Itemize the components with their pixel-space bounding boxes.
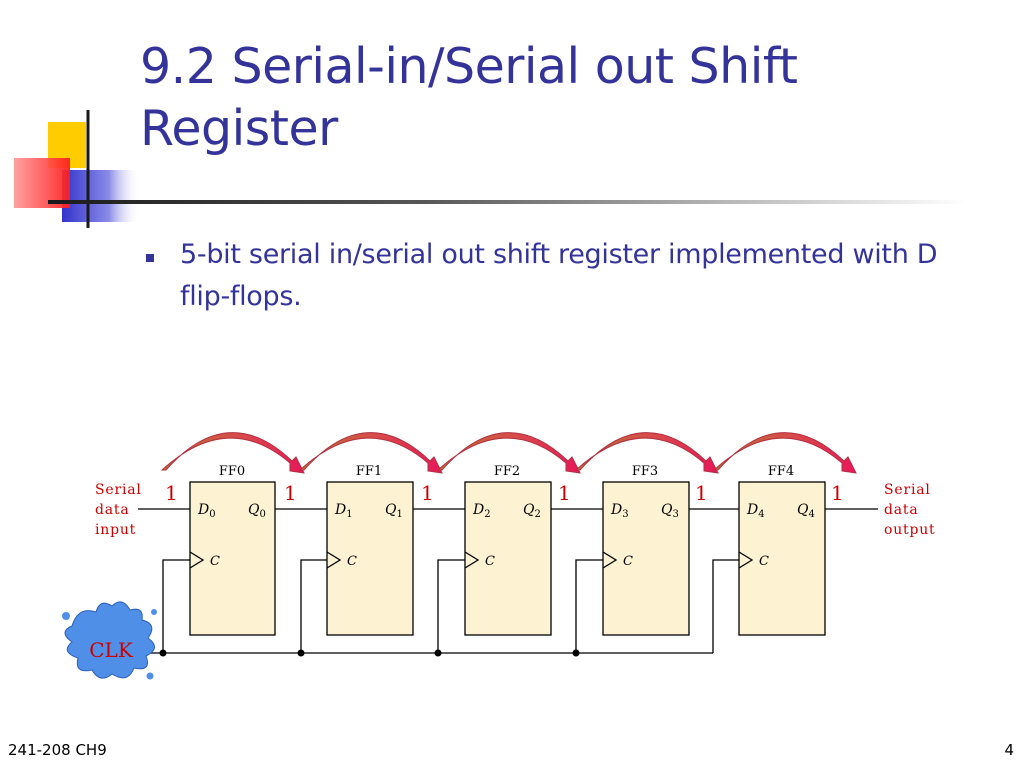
svg-text:Serial: Serial [95, 482, 142, 498]
flip-flop-0: FF0 D0 Q0 C [189, 464, 276, 636]
bit-value: 1 [831, 481, 844, 505]
svg-text:D3: D3 [610, 502, 629, 520]
bit-value: 1 [558, 481, 571, 505]
serial-input-label: Serial data input [95, 482, 142, 538]
title-divider [48, 200, 968, 204]
svg-text:data: data [95, 502, 129, 518]
shift-arrows [160, 432, 857, 474]
clk-label: CLK [89, 638, 134, 662]
bit-value: 1 [284, 481, 297, 505]
svg-text:D4: D4 [746, 502, 765, 520]
svg-text:C: C [485, 554, 495, 569]
bit-value: 1 [421, 481, 434, 505]
flip-flop-3: FF3 D3 Q3 C [602, 464, 690, 636]
shift-arrow-2 [436, 432, 581, 474]
svg-text:input: input [95, 522, 136, 538]
clk-splash: CLK [62, 601, 157, 680]
flip-flop-4: FF4 D4 Q4 C [738, 464, 826, 636]
corner-decoration [14, 110, 140, 228]
svg-text:D1: D1 [334, 502, 353, 520]
ff-name: FF1 [356, 464, 382, 479]
svg-text:C: C [210, 554, 220, 569]
shift-arrow-0 [160, 432, 305, 474]
clock-junctions [159, 649, 580, 657]
svg-text:output: output [884, 522, 935, 538]
svg-text:data: data [884, 502, 918, 518]
ff-name: FF4 [768, 464, 794, 479]
bit-value: 1 [695, 481, 708, 505]
serial-output-label: Serial data output [884, 482, 935, 538]
shift-arrow-4 [712, 432, 857, 474]
bullet-text: 5-bit serial in/serial out shift registe… [180, 239, 938, 312]
ff-name: FF2 [494, 464, 520, 479]
svg-text:Q0: Q0 [248, 502, 266, 520]
page-title: 9.2 Serial-in/Serial out Shift Register [140, 38, 798, 157]
footer-course-code: 241-208 CH9 [8, 741, 107, 759]
svg-text:Q4: Q4 [797, 502, 815, 520]
svg-text:Serial: Serial [884, 482, 931, 498]
svg-text:Q1: Q1 [385, 502, 403, 520]
bit-value: 1 [165, 481, 178, 505]
flip-flop-1: FF1 D1 Q1 C [326, 464, 414, 636]
svg-text:D0: D0 [197, 502, 216, 520]
svg-text:C: C [347, 554, 357, 569]
bullet-marker [146, 254, 154, 262]
shift-arrow-3 [574, 432, 719, 474]
shift-register-diagram: FF0 D0 Q0 C FF1 D1 Q1 C FF2 D2 Q2 C FF3 … [62, 432, 935, 680]
wires [138, 508, 878, 654]
ff-name: FF0 [219, 464, 245, 479]
flip-flop-2: FF2 D2 Q2 C [464, 464, 552, 636]
svg-text:Q2: Q2 [523, 502, 541, 520]
svg-text:D2: D2 [472, 502, 491, 520]
svg-text:C: C [623, 554, 633, 569]
shift-arrow-1 [298, 432, 443, 474]
svg-text:Q3: Q3 [661, 502, 679, 520]
bit-values: 1 1 1 1 1 1 [165, 481, 844, 505]
page-number: 4 [1004, 741, 1014, 759]
svg-text:C: C [759, 554, 769, 569]
ff-name: FF3 [632, 464, 658, 479]
